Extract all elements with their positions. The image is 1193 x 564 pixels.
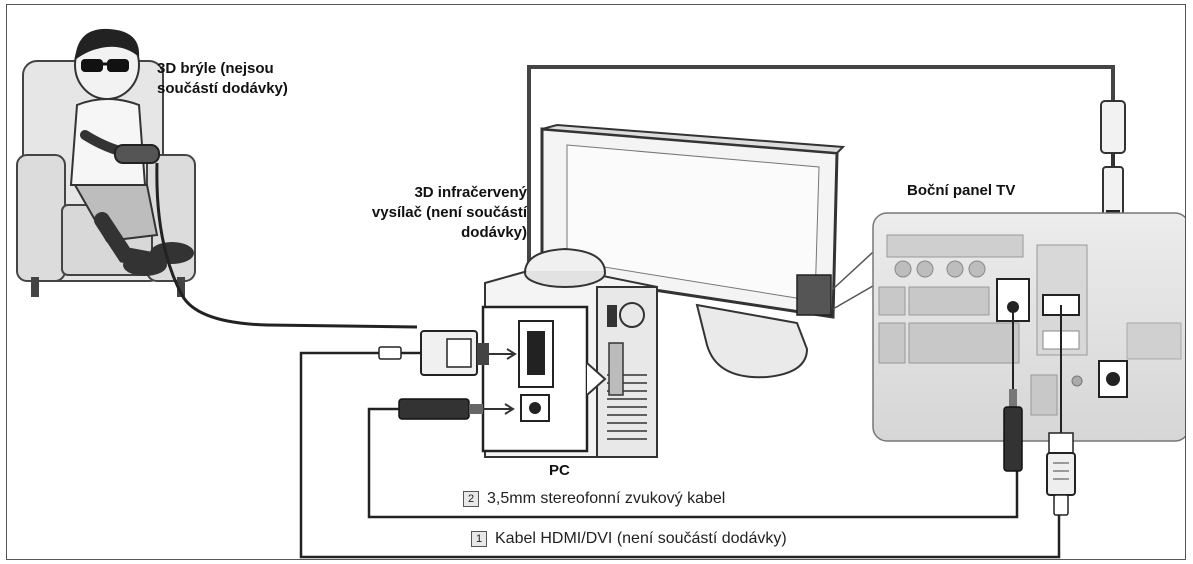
emitter-label: 3D infračervený vysílač (není součástí d… [337, 183, 527, 243]
gamepad-cable [155, 162, 418, 329]
audio-cable-label: 3,5mm stereofonní zvukový kabel [487, 490, 726, 507]
tv-side-ports [796, 274, 832, 316]
side-panel-label: Boční panel TV [907, 182, 1016, 199]
cable-number-badge: 2 [463, 491, 479, 507]
emitter-label-line3: dodávky) [461, 224, 527, 241]
audio-plug [398, 398, 515, 420]
emitter-label-line2: vysílač (není součástí [371, 204, 527, 221]
cable-number-badge: 1 [471, 531, 487, 547]
tv-set [540, 123, 886, 379]
emitter-cable [527, 65, 1115, 267]
hdmi-cable-label: Kabel HDMI/DVI (není součástí dodávky) [495, 530, 787, 547]
connection-diagram [16, 28, 1185, 559]
glasses-lens-left [81, 59, 103, 72]
emitter-label-line1: 3D infračervený [414, 184, 527, 201]
pc-label: PC [549, 462, 570, 479]
hdmi-cable-caption: 1 Kabel HDMI/DVI (není součástí dodávky) [471, 529, 787, 549]
tv-side-panel [872, 212, 1185, 442]
glasses-label-line2: součástí dodávky) [157, 80, 288, 97]
ir-emitter [524, 247, 606, 288]
tv-audio-plug [1003, 389, 1023, 472]
audio-cable [367, 407, 1019, 519]
glasses-label: 3D brýle (nejsou součástí dodávky) [157, 59, 327, 99]
person-with-3d-glasses [69, 28, 194, 276]
tv-audio-in-port [996, 278, 1030, 322]
gamepad [114, 144, 160, 164]
glasses-label-line1: 3D brýle (nejsou [157, 60, 274, 77]
audio-cable-caption: 2 3,5mm stereofonní zvukový kabel [463, 489, 725, 509]
dvi-connector [420, 330, 517, 376]
tv-hdmi-plug [1046, 432, 1076, 516]
pc-ports-zoom [481, 305, 607, 453]
diagram-frame: 3D brýle (nejsou součástí dodávky) 3D in… [6, 4, 1186, 560]
glasses-lens-right [107, 59, 129, 72]
